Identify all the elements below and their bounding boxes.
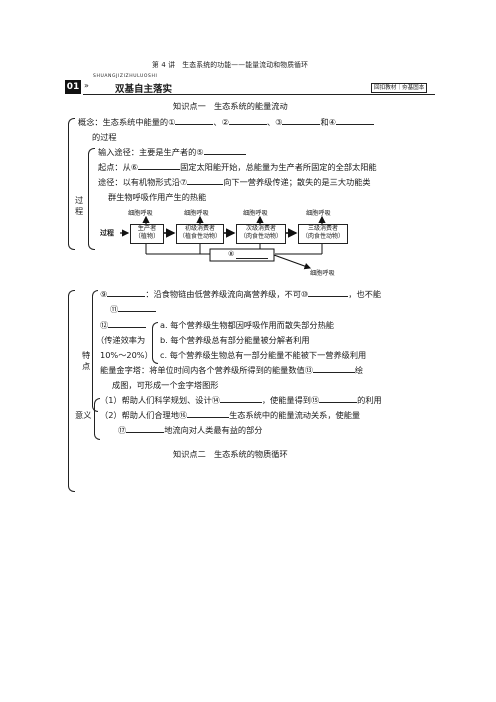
flow-label: 过程: [100, 229, 114, 237]
feature-9-line: ⑨：沿食物链由低营养级流向高营养级，不可⑩，也不能: [100, 287, 382, 299]
blank-6[interactable]: [138, 160, 181, 170]
blank-2[interactable]: [228, 115, 267, 125]
section-number: 01: [66, 82, 80, 92]
pinyin-label: SHUANGJIZIZHULUOSHI: [93, 74, 158, 79]
running-title: 第 4 讲 生态系统的功能——能量流动和物质循环: [152, 61, 309, 69]
tertiary-consumer-box: 三级消费者 （肉食性动物）: [298, 224, 348, 244]
resp-label-4: 细胞呼吸: [306, 210, 331, 217]
input-line: 输入途径：主要是生产者的⑤: [98, 145, 246, 160]
section-title: 双基自主落实: [115, 84, 173, 95]
blank-4[interactable]: [336, 115, 375, 125]
right-tag: 回扣教材｜夯基固本: [371, 83, 428, 93]
section-banner: SHUANGJIZIZHULUOSHI 01 » 双基自主落实 回扣教材｜夯基固…: [65, 74, 435, 96]
blank-7[interactable]: [187, 175, 224, 185]
path-line-cont: 群生物呼吸作用产生的热能: [108, 192, 207, 202]
section-number-badge: 01: [65, 80, 81, 94]
resp-label-3: 细胞呼吸: [243, 210, 268, 217]
blank-10[interactable]: [308, 287, 349, 297]
banner-rule: [83, 94, 435, 95]
meaning-brace: [94, 398, 100, 440]
energy-flow-diagram: 过程 细胞呼吸 细胞呼吸 细胞呼吸 细胞呼吸 生产者 （植物） 初级消费者 （植…: [100, 206, 400, 286]
diagram-arrows: [120, 215, 326, 270]
blank-11[interactable]: [118, 302, 157, 312]
features-brace: [68, 290, 75, 492]
reason-c: c. 每个营养级生物总有一部分能量不能被下一营养级利用: [160, 350, 367, 360]
feature-11-line: ⑪: [110, 302, 157, 317]
kp2-title: 知识点二 生态系统的物质循环: [173, 449, 288, 459]
secondary-consumer-box: 次级消费者 （肉食性动物）: [236, 224, 286, 244]
blank-14[interactable]: [219, 393, 262, 403]
blank-3[interactable]: [282, 115, 321, 125]
blank-12[interactable]: [108, 318, 147, 328]
feature-12-line: ⑫: [100, 318, 147, 333]
pyramid-line-cont: 成图，可形成一个金字塔图形: [112, 380, 219, 390]
blank-5[interactable]: [203, 145, 246, 155]
feature-12-note-1: （传递效率为: [96, 335, 146, 345]
concept-end: 的过程: [92, 132, 117, 142]
reason-b: b. 每个营养级总有部分能量被分解者利用: [160, 335, 310, 345]
process-brace: [88, 148, 95, 250]
kp1-title: 知识点一 生态系统的能量流动: [173, 101, 288, 111]
blank-15[interactable]: [319, 393, 358, 403]
blank-16[interactable]: [187, 408, 230, 418]
reasons-brace: [152, 322, 158, 364]
process-label: 过程: [75, 195, 84, 216]
kp1-outer-brace: [68, 118, 75, 250]
reason-a: a. 每个营养级生物都因呼吸作用而散失部分热能: [160, 320, 334, 330]
resp-label-2: 细胞呼吸: [184, 210, 209, 217]
features-inner-brace: [92, 290, 98, 412]
primary-consumer-box: 初级消费者 （植食性动物）: [176, 224, 224, 244]
features-label: 特点: [82, 350, 91, 371]
resp-label-1: 细胞呼吸: [128, 210, 153, 217]
blank-17[interactable]: [126, 423, 165, 433]
blank-8[interactable]: [236, 249, 268, 259]
decomposer-resp-label: 细胞呼吸: [310, 270, 335, 277]
feature-12-note-2: 10%～20%）: [100, 350, 153, 360]
decomposer-num: ⑧: [228, 250, 235, 258]
blank-9[interactable]: [107, 287, 146, 297]
blank-13[interactable]: [312, 363, 355, 373]
meaning-label: 意义: [75, 410, 92, 420]
blank-1[interactable]: [175, 115, 214, 125]
producer-box: 生产者 （植物）: [130, 224, 164, 244]
chevron-right-icon: »: [84, 81, 89, 90]
